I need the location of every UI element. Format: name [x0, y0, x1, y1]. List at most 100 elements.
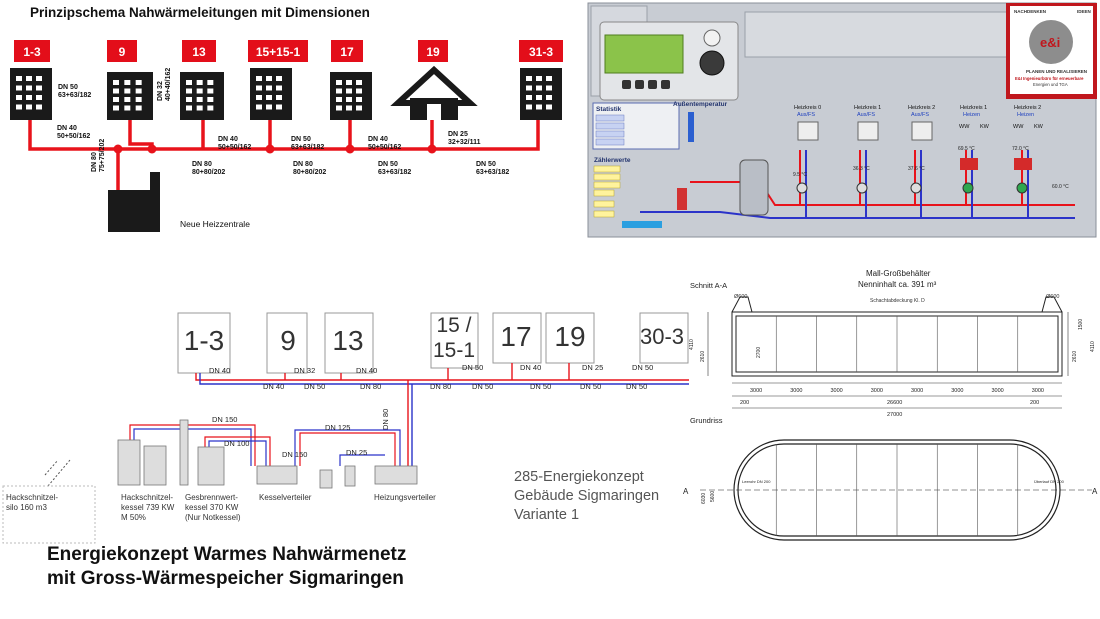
- window: [346, 97, 352, 102]
- silo-dash: [44, 459, 59, 476]
- district-heating-schema: Prinzipschema Nahwärmeleitungen mit Dime…: [10, 5, 563, 232]
- window: [124, 88, 131, 94]
- distributor-link-red: [299, 432, 396, 466]
- window: [536, 85, 542, 91]
- kessel2-label-2: kessel 370 KW: [185, 503, 239, 512]
- window: [346, 105, 352, 111]
- window: [336, 80, 342, 85]
- shaft-right: [1041, 296, 1063, 313]
- mid-building-outline: [177, 312, 231, 374]
- temp-readout: 37.6 °C: [908, 166, 925, 172]
- mid-pipe-label: DN 40: [520, 363, 541, 372]
- window: [196, 105, 203, 111]
- mid-pipes: [195, 363, 689, 466]
- house-door: [427, 104, 441, 120]
- segment-dim: 3000: [831, 388, 843, 394]
- plan-segments: [775, 444, 1019, 536]
- window: [26, 85, 32, 91]
- window: [266, 85, 272, 91]
- pump-icon: [1016, 182, 1028, 194]
- building-label-box: [14, 40, 50, 62]
- circuit-name: Heizkreis 2: [908, 105, 935, 111]
- segment-dim: 3000: [992, 388, 1004, 394]
- panel-display-box: [744, 11, 1008, 58]
- mid-pipe-label: DN 32: [294, 366, 315, 375]
- building-4: 17: [330, 40, 372, 120]
- statistics-rows: [595, 114, 625, 146]
- pipe-dn-label: DN 25: [448, 131, 468, 138]
- edge-dim: 200: [740, 400, 749, 406]
- window: [336, 105, 342, 111]
- junction: [147, 144, 157, 154]
- window: [135, 97, 142, 102]
- window: [196, 80, 203, 85]
- boiler-pipe-label: DN 25: [346, 448, 367, 457]
- pipe-dim-label: 80+80/202: [293, 169, 326, 176]
- mid-building-outline: [266, 312, 308, 374]
- window: [36, 76, 42, 81]
- control-panel: Statistik Außentemperatur Zählerwerte: [587, 2, 1097, 238]
- window: [276, 85, 282, 91]
- tank-plan: [700, 439, 1092, 541]
- window: [135, 80, 142, 85]
- mid-building-label: 15-1: [433, 339, 475, 362]
- window: [256, 104, 262, 110]
- main-title-line-1: Energiekonzept Warmes Nahwärmenetz: [47, 544, 406, 565]
- silo-label-1: Hackschnitzel-: [6, 493, 58, 502]
- circuit-name: Heizkreis 1: [960, 105, 987, 111]
- mid-building-outline: [639, 312, 689, 364]
- window: [256, 95, 262, 100]
- cover-label: Schachtabdeckung Kl. D: [870, 298, 925, 304]
- chimney: [150, 172, 160, 192]
- segment-dim: 3000: [750, 388, 762, 394]
- window: [113, 105, 119, 111]
- circuit-mode: Aus/FS: [857, 112, 875, 118]
- building-label-box: [418, 40, 448, 62]
- controller-dial: [703, 29, 721, 47]
- heizungsverteiler-label: Heizungsverteiler: [374, 493, 436, 502]
- statistics-row: [595, 114, 625, 122]
- pipe-dim-label: 63+63/182: [378, 169, 411, 176]
- window: [276, 104, 282, 110]
- meter-values-label: Zählerwerte: [594, 157, 631, 164]
- mid-building-outline: [492, 312, 542, 364]
- mid-pipe-label: DN 80: [381, 409, 390, 430]
- kw-label: KW: [980, 124, 990, 130]
- pump-icon: [856, 182, 868, 194]
- building-2: 13: [180, 40, 224, 120]
- window: [276, 76, 282, 81]
- pipe-dn-label: DN 50: [476, 161, 496, 168]
- distributor-link-small: [339, 454, 385, 466]
- height-left: 4110: [689, 339, 695, 350]
- window: [16, 76, 22, 81]
- outdoor-temp-label: Außentemperatur: [673, 101, 728, 108]
- section-segments: [775, 316, 1019, 372]
- schema-title: Prinzipschema Nahwärmeleitungen mit Dime…: [30, 5, 370, 20]
- building-5: 19: [390, 40, 478, 120]
- window: [113, 88, 119, 94]
- mid-supply: [195, 373, 689, 381]
- window: [124, 80, 131, 85]
- segment-dim: 3000: [911, 388, 923, 394]
- pipe-dim-label: 40+40/162: [165, 68, 172, 101]
- section-marker-left: A: [683, 487, 689, 496]
- meter-row: [593, 189, 615, 197]
- window: [186, 88, 192, 94]
- window: [266, 104, 272, 110]
- pipe-dn-label: DN 40: [368, 136, 388, 143]
- window: [207, 105, 214, 111]
- distributor-link: [294, 429, 401, 466]
- logo-line3: Energien und TGA: [1033, 82, 1068, 87]
- controller-button: [622, 80, 631, 89]
- window: [336, 88, 342, 94]
- inlet-label: Leerohr DN 200: [742, 479, 771, 484]
- kessel2-label-1: Gesbrennwert-: [185, 493, 238, 502]
- building-label: 19: [426, 45, 440, 59]
- plant-building: [108, 190, 160, 232]
- silo-outline: [2, 485, 96, 544]
- silo-dash: [47, 459, 71, 487]
- main-title: Energiekonzept Warmes Nahwärmenetz mit G…: [47, 544, 406, 589]
